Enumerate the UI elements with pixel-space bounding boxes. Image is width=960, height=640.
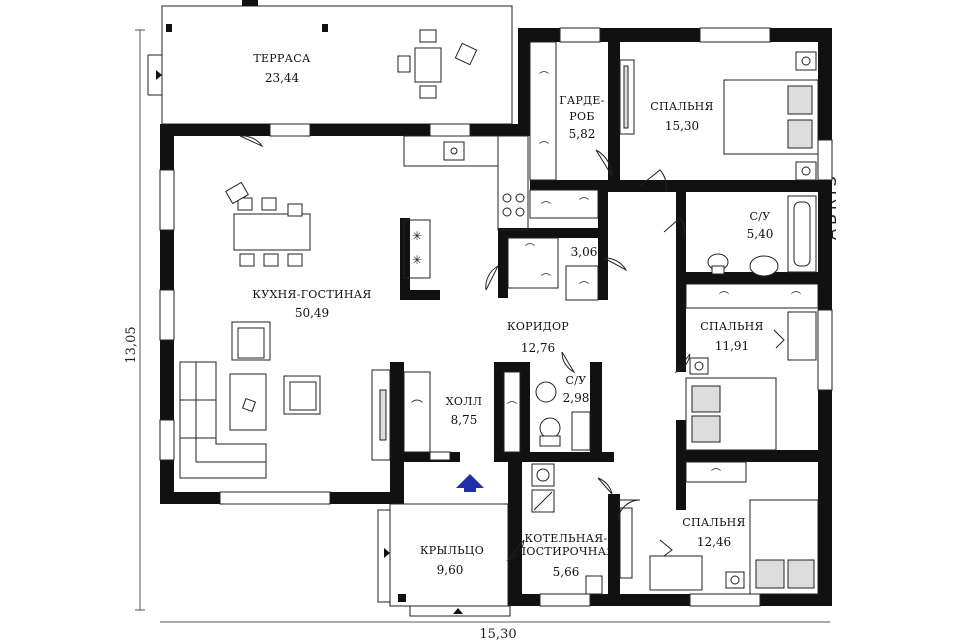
svg-text:⌒: ⌒ xyxy=(711,468,721,480)
terrace-outline xyxy=(147,0,513,125)
terrace-area: 23,44 xyxy=(265,71,300,85)
porch-name: КРЫЛЬЦО xyxy=(420,544,484,557)
bath2-name: С/У xyxy=(566,374,587,387)
living-furniture xyxy=(179,321,391,479)
boiler-area: 5,66 xyxy=(553,565,580,579)
height-dimension: 13,05 xyxy=(124,326,139,363)
boiler-name-2: ПОСТИРОЧНАЯ xyxy=(517,545,616,558)
bedroom1-furniture xyxy=(619,51,819,181)
svg-text:⌒: ⌒ xyxy=(541,273,551,285)
porch-area: 9,60 xyxy=(437,563,464,577)
bedroom1-area: 15,30 xyxy=(665,119,699,133)
corridor-name: КОРИДОР xyxy=(507,320,569,333)
kitchen-area: 50,49 xyxy=(295,306,329,320)
bedroom1-name: СПАЛЬНЯ xyxy=(650,100,714,113)
hall-name: ХОЛЛ xyxy=(446,395,482,408)
hall-area: 8,75 xyxy=(451,413,478,427)
bedroom3-furniture: ⌒ xyxy=(619,461,819,595)
terrace-table xyxy=(397,29,478,99)
windows xyxy=(159,27,833,607)
doors xyxy=(239,135,691,562)
svg-text:⌒: ⌒ xyxy=(539,141,549,153)
wardrobe-name-1: ГАРДЕ- xyxy=(559,94,605,107)
bath1-area: 5,40 xyxy=(747,227,774,241)
bath1-name: С/У xyxy=(750,210,771,223)
width-dimension: 15,30 xyxy=(479,627,516,640)
svg-text:⌒: ⌒ xyxy=(579,281,589,293)
hall-wardrobe: ⌒ ⌒ xyxy=(403,371,521,461)
entrance-arrow-icon xyxy=(456,474,484,492)
svg-text:⌒: ⌒ xyxy=(541,201,551,213)
bedroom2-name: СПАЛЬНЯ xyxy=(700,320,764,333)
svg-text:✳: ✳ xyxy=(412,229,422,243)
wardrobe-area: 5,82 xyxy=(569,127,596,141)
wardrobe-shelves: ⌒ ⌒ ⌒ ⌒ ⌒ ⌒ ⌒ xyxy=(507,41,599,301)
svg-text:⌒: ⌒ xyxy=(525,243,535,255)
corridor-area: 12,76 xyxy=(521,341,555,355)
kitchen-name: КУХНЯ-ГОСТИНАЯ xyxy=(252,288,371,301)
storage-area: 3,06 xyxy=(571,245,598,259)
bath1-fixtures xyxy=(707,195,817,277)
boiler-name-1: КОТЕЛЬНАЯ- xyxy=(524,532,607,545)
interior-walls xyxy=(390,28,830,606)
svg-text:⌒: ⌒ xyxy=(507,401,517,413)
bedroom2-area: 11,91 xyxy=(715,339,749,353)
wardrobe-name-2: РОБ xyxy=(569,110,594,123)
svg-text:⌒: ⌒ xyxy=(579,197,589,209)
boiler-fixtures xyxy=(531,463,603,595)
bedroom3-area: 12,46 xyxy=(697,535,731,549)
porch-outline xyxy=(377,503,511,617)
svg-text:⌒: ⌒ xyxy=(411,399,423,413)
svg-text:⌒: ⌒ xyxy=(791,291,801,303)
bath2-area: 2,98 xyxy=(563,391,590,405)
kitchen-counter xyxy=(403,135,529,231)
bedroom3-name: СПАЛЬНЯ xyxy=(682,516,746,529)
dining-table xyxy=(225,181,311,267)
terrace-name: ТЕРРАСА xyxy=(253,52,311,65)
bath2-fixtures xyxy=(535,381,591,451)
kitchen-island: ✳ ✳ xyxy=(403,219,431,279)
svg-text:✳: ✳ xyxy=(412,253,422,267)
svg-text:⌒: ⌒ xyxy=(539,71,549,83)
svg-text:⌒: ⌒ xyxy=(719,291,729,303)
bedroom2-furniture: ⌒ ⌒ xyxy=(685,283,819,451)
dimension-lines xyxy=(135,29,830,623)
